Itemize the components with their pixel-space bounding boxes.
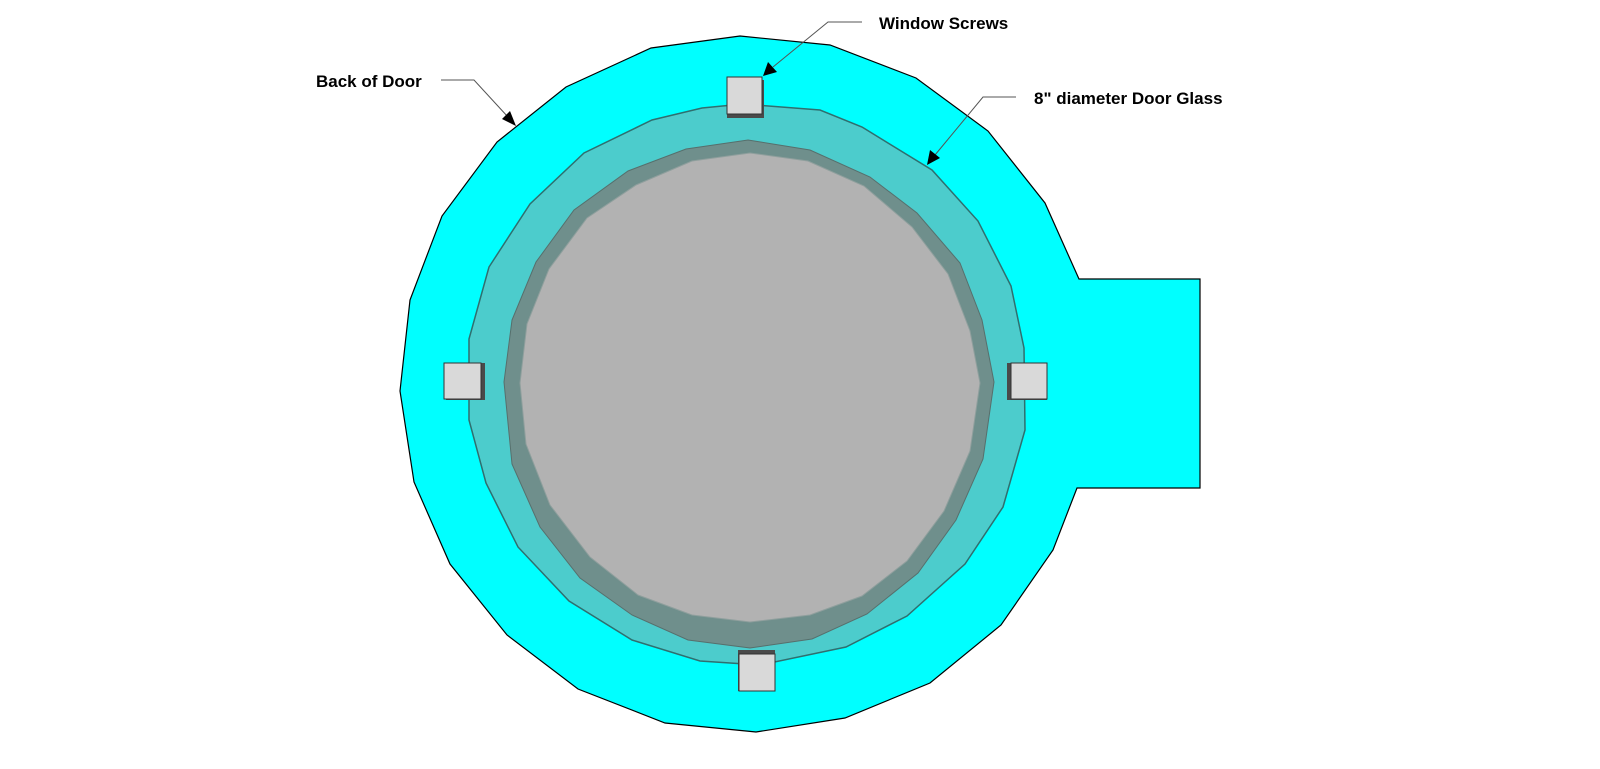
leader-line (934, 96, 1016, 156)
label-back-of-door: Back of Door (316, 72, 422, 91)
label-window-screws: Window Screws (879, 14, 1008, 33)
arrowhead-icon (763, 62, 777, 76)
callout-window-screws: Window Screws (763, 14, 1008, 76)
callout-back-of-door: Back of Door (316, 72, 516, 126)
leader-line (772, 21, 862, 68)
door-glass (519, 152, 981, 623)
screw-left (443, 362, 485, 400)
screw-top (726, 76, 764, 118)
label-door-glass: 8" diameter Door Glass (1034, 89, 1223, 108)
screw-bottom (738, 650, 776, 692)
leader-line (441, 79, 509, 118)
arrowhead-icon (927, 150, 940, 165)
arrowhead-icon (502, 111, 516, 126)
screw-right (1007, 362, 1048, 400)
callout-door-glass: 8" diameter Door Glass (927, 89, 1223, 165)
